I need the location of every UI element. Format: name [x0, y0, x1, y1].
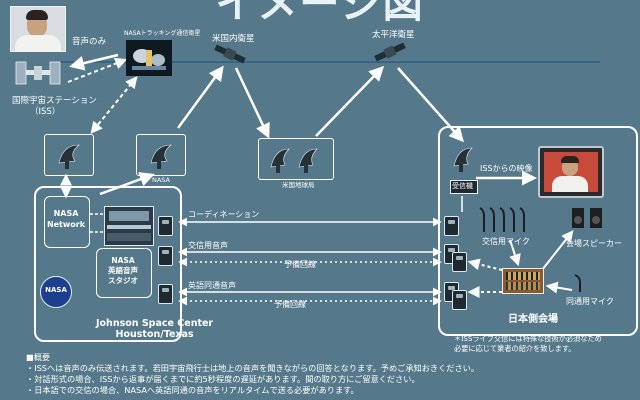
japan-venue-container: [438, 126, 638, 336]
overview-notes: ■概要 ・ISSへは音声のみ伝送されます。若田宇宙飛行士は地上の音声を聞きながら…: [26, 352, 626, 396]
arrow-pacific-to-japan: [397, 67, 464, 143]
control-room-photo: [104, 206, 154, 246]
arrow-tdrs-dish: [90, 76, 138, 134]
arrow-ground-to-pacific: [315, 65, 385, 137]
nasa-network-box: [44, 196, 90, 248]
arrow-nasa-to-ussat: [176, 65, 224, 129]
audio-mixer: [502, 268, 544, 294]
comm-mic-icons: [479, 207, 525, 232]
voice-only-label: 音声のみ: [72, 37, 107, 47]
nasa-studio-label: NASA 英語音声 スタジオ: [108, 256, 138, 285]
english-audio-label: 英語同通音声: [188, 281, 236, 290]
arrow-voice-only: [69, 53, 119, 71]
caution-note: ＊ISSライブ交信には特殊な技術が必須なため 必要に応じて業者の紹介を致します。: [454, 334, 602, 353]
satellite-dish-icon: [270, 148, 318, 173]
coordination-label: コーディネーション: [188, 210, 260, 219]
arrow-network-to-nasadish: [99, 172, 155, 196]
astronaut-portrait: [10, 6, 66, 52]
notes-item-1: ・ISSへは音声のみ伝送されます。若田宇宙飛行士は地上の音声を聞きながらの回答と…: [26, 363, 480, 373]
receiver-label: 受信機: [452, 182, 473, 190]
nasa-logo-text: NASA: [45, 286, 67, 294]
interp-mic-label: 同通用マイク: [566, 297, 614, 306]
nasa-studio-box: [96, 248, 152, 298]
iss-label: 国際宇宙ステーション: [12, 96, 97, 106]
jsc-label: Johnson Space Center Houston/Texas: [96, 318, 214, 340]
nasa-network-label: NASA Network: [46, 209, 86, 229]
iss-ground-dish-box: [44, 134, 94, 176]
interp-mic-icon: [574, 274, 581, 292]
satellite-dish-icon: [58, 144, 80, 169]
venue-speaker-label: 会場スピーカー: [566, 239, 622, 248]
japan-phone-1: [444, 216, 459, 236]
japan-dish-icon: [453, 147, 473, 172]
us-ground-station-box: [258, 138, 334, 180]
backup-line-2-label: 予備回線: [274, 300, 306, 309]
nasa-logo: NASA: [40, 276, 72, 308]
receiver-box: [450, 180, 478, 194]
us-satellite-icon: [214, 44, 246, 64]
iss-station-icon: [15, 61, 61, 85]
page-title: イメージ図: [215, 0, 425, 26]
comm-audio-label: 交信用音声: [188, 241, 228, 250]
jsc-phone-3: [158, 284, 173, 304]
pacific-sat-label: 太平洋衛星: [372, 30, 415, 40]
tdrs-satellite-icon: [126, 40, 172, 76]
iss-video-label: ISSからの映像: [480, 164, 533, 173]
pacific-satellite-icon: [374, 42, 406, 62]
arrow-interp-mic: [545, 281, 573, 294]
us-ground-label: 米国地球局: [282, 181, 315, 189]
jsc-container: [34, 186, 182, 342]
tv-monitor: [538, 146, 604, 198]
nasa-dish-label: NASA: [152, 176, 171, 184]
notes-item-2: ・対話形式の場合、ISSから返事が届くまでに約5秒程度の遅延があります。間の取り…: [26, 374, 420, 384]
backup-line-1-label: 予備回線: [284, 260, 316, 269]
arrow-iss-tdrs-dashed: [67, 57, 128, 83]
satellite-dish-icon: [150, 144, 172, 169]
jsc-phone-2: [158, 246, 173, 266]
arrow-mixer-to-speaker: [541, 230, 574, 271]
comm-mic-label: 交信用マイク: [482, 237, 530, 246]
venue-speaker-icons: [572, 208, 602, 228]
japan-phone-3: [452, 252, 467, 272]
arrow-ussat-to-ground: [234, 67, 270, 139]
us-domestic-sat-label: 米国内衛星: [212, 34, 255, 44]
notes-item-3: ・日本語での交信の場合、NASAへ英語同通の音声をリアルタイムで送る必要がありま…: [26, 385, 359, 395]
arrow-mic-to-mixer: [509, 239, 521, 267]
jsc-phone-1: [158, 216, 173, 236]
japan-venue-label: 日本側会場: [508, 314, 558, 325]
nasa-dish-box: [136, 134, 186, 176]
nasa-tdrs-label: NASAトラッキング通信衛星: [124, 30, 201, 37]
iss-abbr-label: （ISS）: [30, 107, 61, 117]
notes-heading: ■概要: [26, 352, 51, 362]
japan-phone-5: [452, 290, 467, 310]
